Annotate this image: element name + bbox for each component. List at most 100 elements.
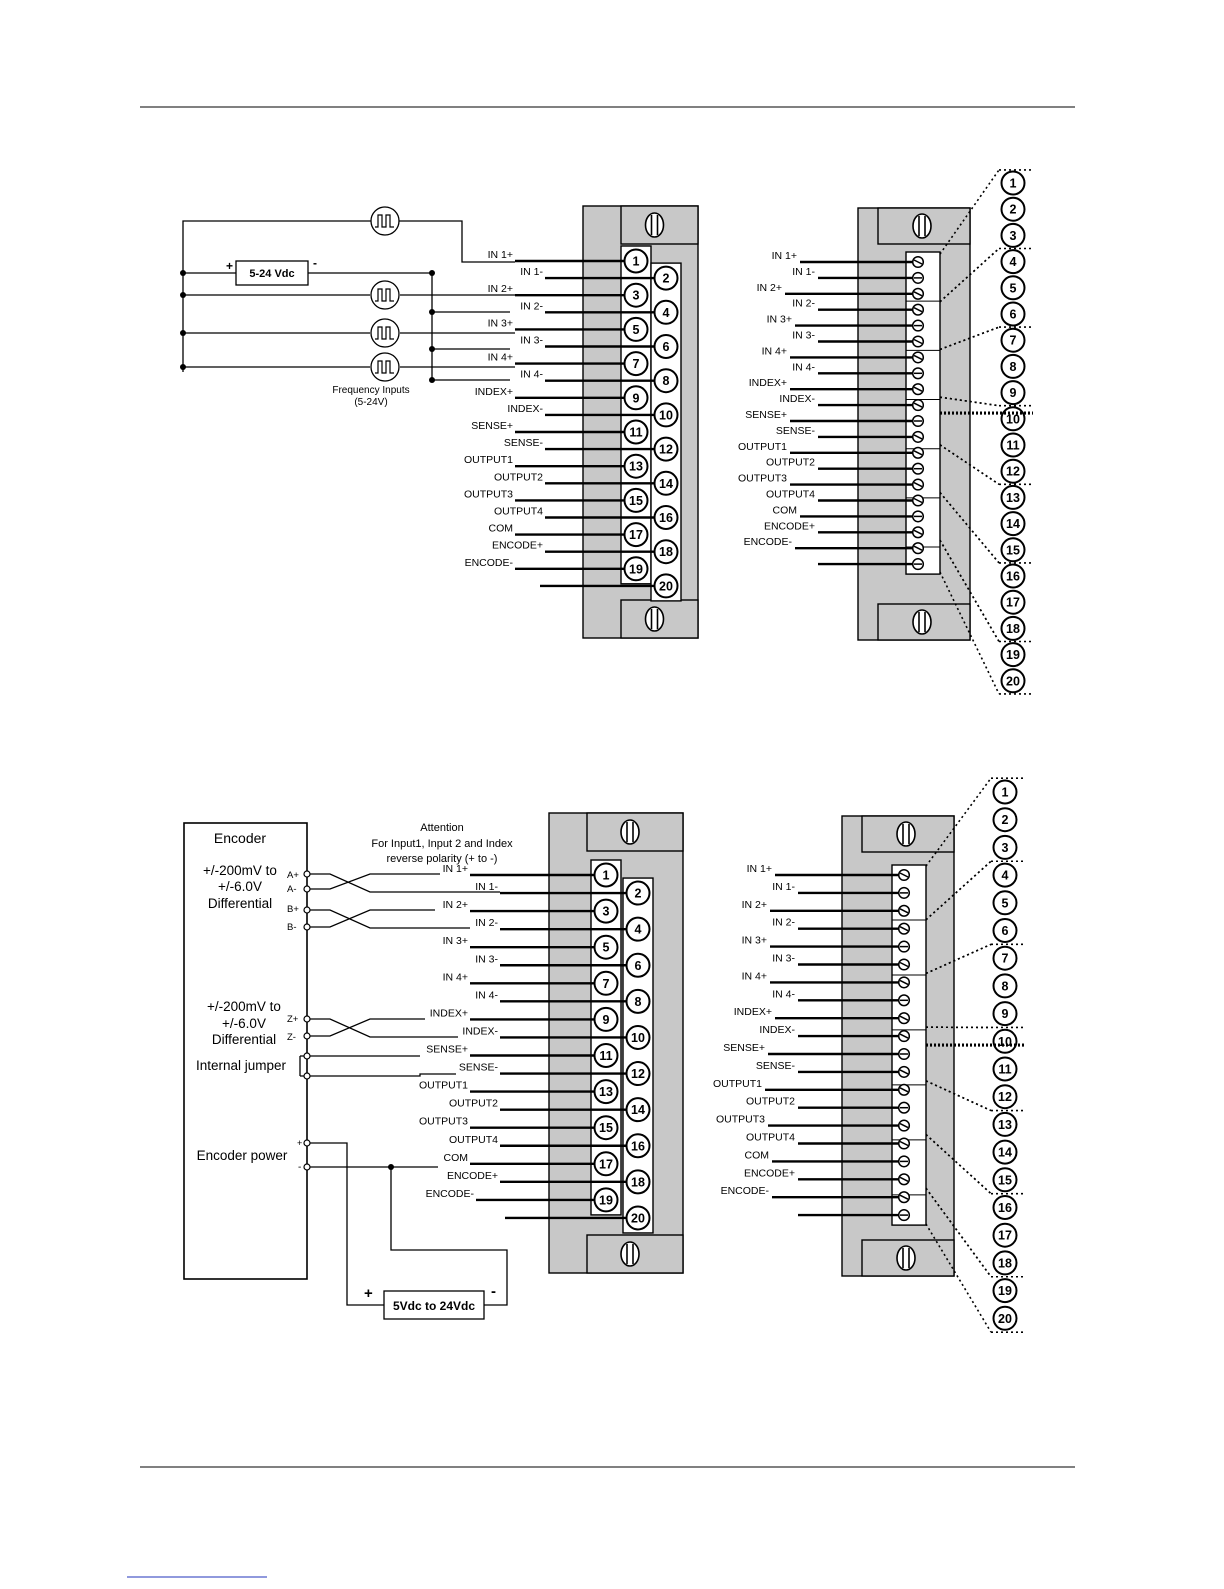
pin-8: 8 bbox=[994, 974, 1017, 997]
screw-terminal-icon bbox=[913, 463, 924, 474]
pin-number: 4 bbox=[1010, 255, 1017, 269]
screw-terminal-icon bbox=[913, 336, 924, 347]
signal-label: COM bbox=[444, 1152, 469, 1164]
signal-label: OUTPUT3 bbox=[716, 1114, 765, 1126]
terminal-block-screw: IN 1+IN 1-IN 2+IN 2-IN 3+IN 3-IN 4+IN 4-… bbox=[713, 816, 954, 1276]
pin-number: 6 bbox=[663, 340, 670, 354]
supply-minus-label: - bbox=[313, 256, 317, 270]
signal-label: SENSE- bbox=[504, 437, 544, 449]
screw-terminal-icon bbox=[899, 941, 910, 952]
pin-number: 6 bbox=[1002, 924, 1009, 938]
pin-2: 2 bbox=[627, 882, 650, 905]
terminal-block-screw: IN 1+IN 1-IN 2+IN 2-IN 3+IN 3-IN 4+IN 4-… bbox=[738, 208, 970, 640]
differential-range-z: +/-200mV to bbox=[207, 999, 281, 1014]
pulse-source-icon bbox=[371, 207, 399, 235]
differential-voltage-ab: +/-6.0V bbox=[218, 879, 262, 894]
pin-3: 3 bbox=[595, 900, 618, 923]
internal-jumper-label: Internal jumper bbox=[196, 1058, 287, 1073]
pin-number: 3 bbox=[603, 905, 610, 919]
pin-12: 12 bbox=[627, 1062, 650, 1085]
signal-label: OUTPUT4 bbox=[766, 489, 815, 501]
supply-plus-label: + bbox=[364, 1285, 373, 1302]
pin-4: 4 bbox=[1002, 250, 1025, 273]
signal-label: COM bbox=[489, 523, 514, 535]
signal-label: IN 2+ bbox=[742, 899, 767, 911]
pin-number: 5 bbox=[1002, 896, 1009, 910]
signal-label: INDEX+ bbox=[749, 377, 787, 389]
signal-label: INDEX+ bbox=[734, 1006, 772, 1018]
pulse-source-icon bbox=[371, 281, 399, 309]
attention-title: Attention bbox=[420, 822, 463, 834]
pin-14: 14 bbox=[994, 1141, 1017, 1164]
screw-terminal-icon bbox=[913, 400, 924, 411]
signal-label: ENCODE+ bbox=[447, 1170, 498, 1182]
signal-label: OUTPUT4 bbox=[449, 1134, 498, 1146]
signal-label: SENSE+ bbox=[471, 420, 513, 432]
pin-number: 16 bbox=[998, 1201, 1012, 1215]
pin-9: 9 bbox=[595, 1008, 618, 1031]
pin-number: 1 bbox=[633, 255, 640, 269]
pin-number: 6 bbox=[1010, 308, 1017, 322]
screw-terminal-icon bbox=[913, 416, 924, 427]
attention-text: For Input1, Input 2 and Index bbox=[371, 838, 513, 850]
terminal-a-minus: A- bbox=[287, 884, 297, 895]
dc-supply-5-24v: 5-24 Vdc + - bbox=[226, 256, 317, 285]
pin-1: 1 bbox=[595, 864, 618, 887]
pin-number: 17 bbox=[998, 1229, 1012, 1243]
signal-label: ENCODE- bbox=[465, 557, 514, 569]
pin-number: 15 bbox=[998, 1173, 1012, 1187]
screw-terminal-icon bbox=[899, 1138, 910, 1149]
pin-5: 5 bbox=[994, 891, 1017, 914]
pin-number: 19 bbox=[998, 1284, 1012, 1298]
pin-number: 11 bbox=[629, 426, 642, 440]
pin-1: 1 bbox=[1002, 172, 1025, 195]
signal-label: OUTPUT3 bbox=[419, 1116, 468, 1128]
screw-terminal-icon bbox=[913, 559, 924, 570]
signal-label: OUTPUT2 bbox=[449, 1098, 498, 1110]
signal-label: IN 3+ bbox=[488, 317, 513, 329]
signal-label: IN 4+ bbox=[443, 971, 468, 983]
pin-6: 6 bbox=[627, 954, 650, 977]
screw-terminal-icon bbox=[899, 1013, 910, 1024]
mounting-screw-icon bbox=[897, 1246, 915, 1270]
pin-4: 4 bbox=[994, 864, 1017, 887]
mounting-screw-icon bbox=[621, 1242, 639, 1266]
screw-terminal-icon bbox=[899, 906, 910, 917]
terminal-z-minus: Z- bbox=[287, 1032, 296, 1043]
pin-number: 2 bbox=[1010, 203, 1017, 217]
pin-number: 9 bbox=[603, 1013, 610, 1027]
frequency-source-wiring bbox=[180, 221, 515, 383]
signal-label: OUTPUT2 bbox=[766, 457, 815, 469]
pin-number: 20 bbox=[631, 1211, 645, 1225]
encoder-signal-wiring bbox=[300, 871, 507, 1305]
pin-6: 6 bbox=[994, 919, 1017, 942]
pin-9: 9 bbox=[625, 386, 648, 409]
pin-number: 19 bbox=[599, 1193, 613, 1207]
screw-terminal-icon bbox=[899, 888, 910, 899]
pin-number: 12 bbox=[1006, 465, 1020, 479]
pin-number: 16 bbox=[1006, 570, 1020, 584]
pin-number: 10 bbox=[998, 1035, 1012, 1049]
screw-terminal-icon bbox=[899, 1192, 910, 1203]
screw-terminal-icon bbox=[913, 495, 924, 506]
signal-label: IN 2- bbox=[772, 917, 795, 929]
signal-label: SENSE- bbox=[459, 1062, 499, 1074]
screw-terminal-icon bbox=[899, 1210, 910, 1221]
pin-19: 19 bbox=[994, 1279, 1017, 1302]
pin-number: 16 bbox=[659, 511, 673, 525]
signal-label: IN 1+ bbox=[488, 249, 513, 261]
pin-number: 20 bbox=[1006, 674, 1020, 688]
pin-number: 13 bbox=[998, 1118, 1012, 1132]
pin-11: 11 bbox=[595, 1044, 618, 1067]
screw-terminal-icon bbox=[913, 257, 924, 268]
pin-number: 11 bbox=[599, 1049, 612, 1063]
signal-label: INDEX- bbox=[759, 1024, 795, 1036]
signal-label: OUTPUT2 bbox=[494, 471, 543, 483]
pin-17: 17 bbox=[1002, 591, 1025, 614]
pin-number: 7 bbox=[633, 357, 640, 371]
pin-number: 10 bbox=[631, 1031, 645, 1045]
pin-number: 8 bbox=[635, 995, 642, 1009]
screw-terminal-icon bbox=[913, 384, 924, 395]
